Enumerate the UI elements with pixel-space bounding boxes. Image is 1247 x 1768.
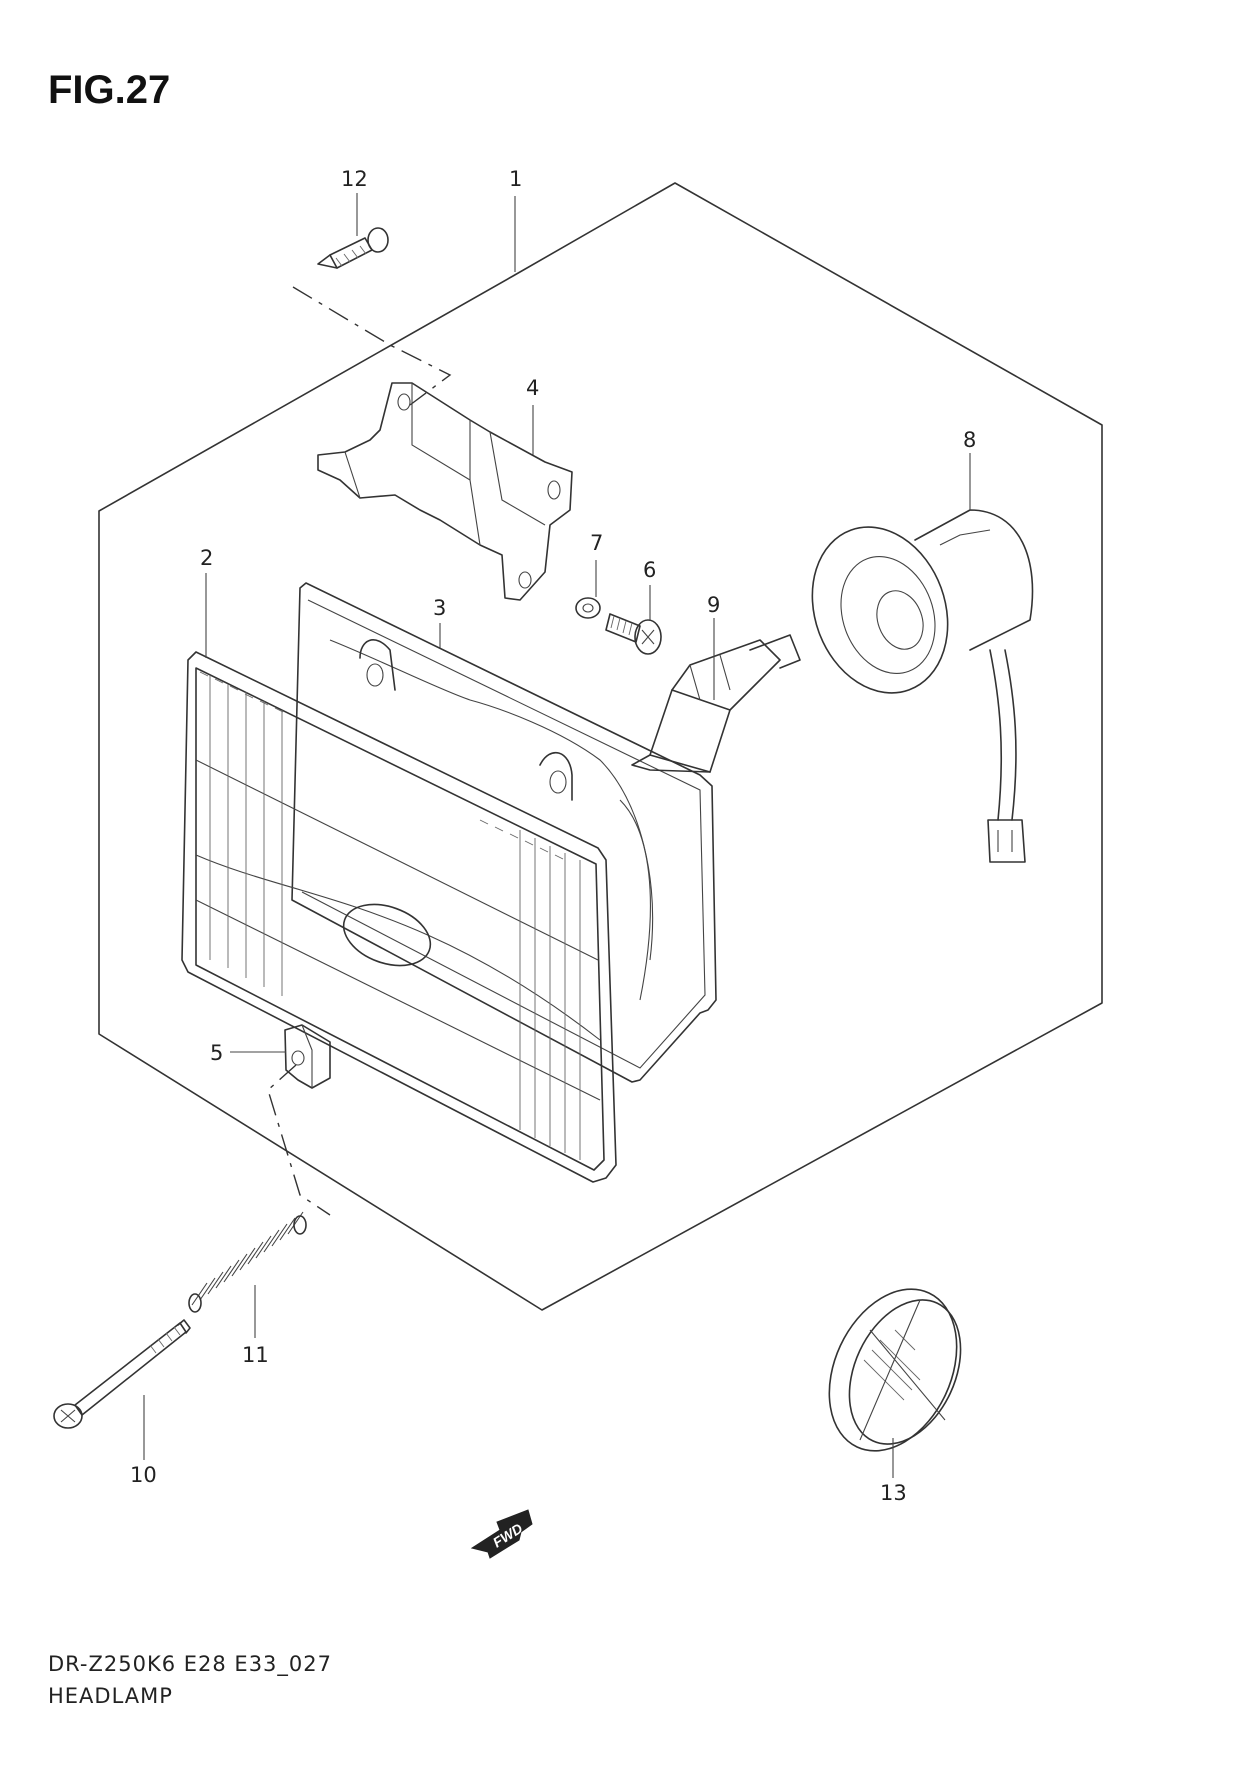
cap-part-13 [828,1288,962,1452]
callout-2: 2 [200,546,213,570]
washer-part-7 [575,597,601,619]
callout-6: 6 [643,558,656,582]
spring-part-11 [188,1211,307,1313]
callout-11: 11 [242,1343,269,1367]
callout-9: 9 [707,593,720,617]
screw-part-6 [605,613,662,655]
callout-3: 3 [433,596,446,620]
assembly-boundary [98,182,1103,1311]
figure-caption: HEADLAMP [48,1684,173,1708]
clip-part-5 [284,1024,331,1089]
callout-12: 12 [341,167,368,191]
figure-title: FIG.27 [48,68,171,112]
leader-lines [143,193,971,1478]
bracket-part-4 [317,382,573,601]
callout-4: 4 [526,376,539,400]
callout-13: 13 [880,1481,907,1505]
rim-part-3 [291,582,717,1083]
callout-8: 8 [963,428,976,452]
model-code: DR-Z250K6 E28 E33_027 [48,1652,333,1676]
fwd-arrow-icon: FWD [470,1509,533,1559]
socket-part-8 [811,509,1034,863]
dashed-leader-bolt [267,1064,331,1216]
callout-5: 5 [210,1041,223,1065]
callout-10: 10 [130,1463,157,1487]
bulb-part-9 [631,634,801,773]
dashed-leader-screw [292,286,452,406]
callout-7: 7 [590,531,603,555]
bolt-part-10 [53,1319,191,1429]
callout-1: 1 [509,167,522,191]
headlamp-unit-part-2 [181,651,617,1183]
screw-part-12 [317,227,389,269]
